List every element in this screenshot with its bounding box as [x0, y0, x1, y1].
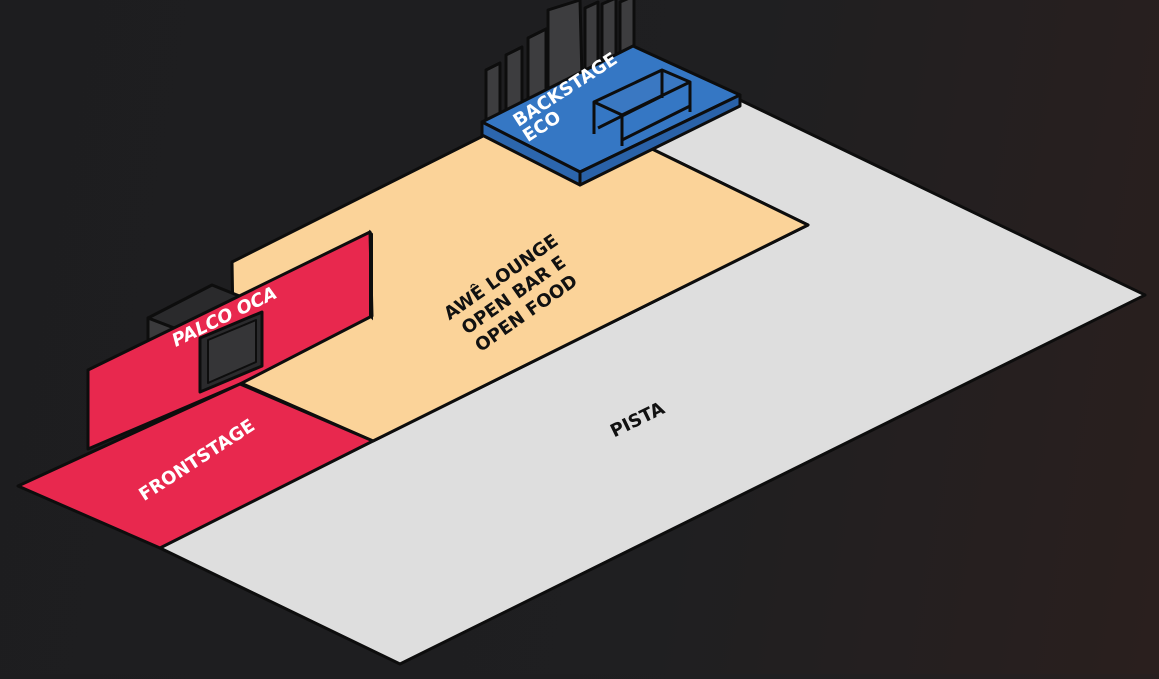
zone-palco[interactable]: PALCO OCA	[86, 229, 374, 451]
backstage-platform-side	[578, 93, 742, 187]
zone-lounge[interactable]: AWÊ LOUNGE OPEN BAR E OPEN FOOD	[230, 123, 810, 443]
panel-structure-icon	[484, 0, 636, 124]
zone-frontstage[interactable]: FRONTSTAGE	[16, 382, 375, 550]
palco-wall-top-edge	[369, 229, 373, 321]
bench-icon	[592, 68, 692, 146]
frontstage-floor[interactable]	[16, 382, 375, 550]
zone-backstage[interactable]: BACKSTAGE ECO	[480, 44, 742, 187]
stage-frame-icon	[198, 310, 264, 394]
